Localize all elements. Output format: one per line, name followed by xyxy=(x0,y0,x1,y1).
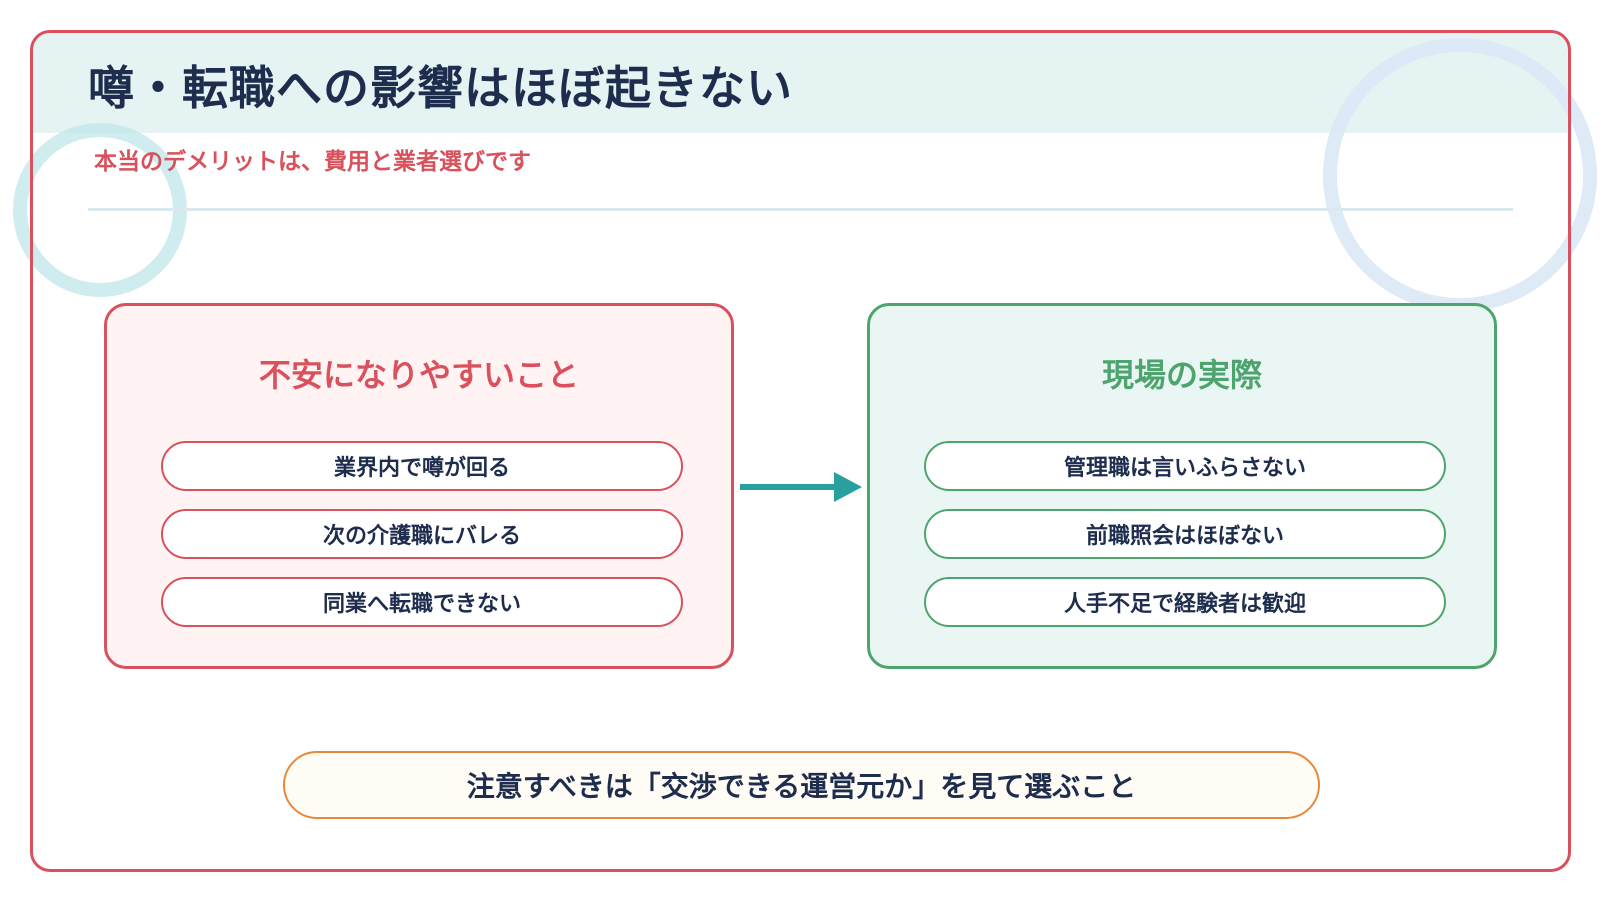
reality-item: 前職照会はほぼない xyxy=(924,509,1446,559)
reality-panel: 現場の実際 管理職は言いふらさない 前職照会はほぼない 人手不足で経験者は歓迎 xyxy=(867,303,1497,669)
concern-item: 同業へ転職できない xyxy=(161,577,683,627)
caution-note: 注意すべきは「交渉できる運営元か」を見て選ぶこと xyxy=(283,751,1320,819)
concern-item: 業界内で噂が回る xyxy=(161,441,683,491)
concerns-panel: 不安になりやすいこと 業界内で噂が回る 次の介護職にバレる 同業へ転職できない xyxy=(104,303,734,669)
concern-item: 次の介護職にバレる xyxy=(161,509,683,559)
page-title: 噂・転職への影響はほぼ起きない xyxy=(88,61,793,115)
header-band xyxy=(33,33,1568,133)
reality-panel-title: 現場の実際 xyxy=(1101,356,1262,394)
right-arrow-icon xyxy=(740,472,862,502)
concerns-panel-title: 不安になりやすいこと xyxy=(258,356,579,394)
reality-item: 管理職は言いふらさない xyxy=(924,441,1446,491)
reality-item: 人手不足で経験者は歓迎 xyxy=(924,577,1446,627)
header-divider xyxy=(88,208,1513,211)
page-subtitle: 本当のデメリットは、費用と業者選びです xyxy=(94,149,531,175)
slide-frame xyxy=(30,30,1571,872)
